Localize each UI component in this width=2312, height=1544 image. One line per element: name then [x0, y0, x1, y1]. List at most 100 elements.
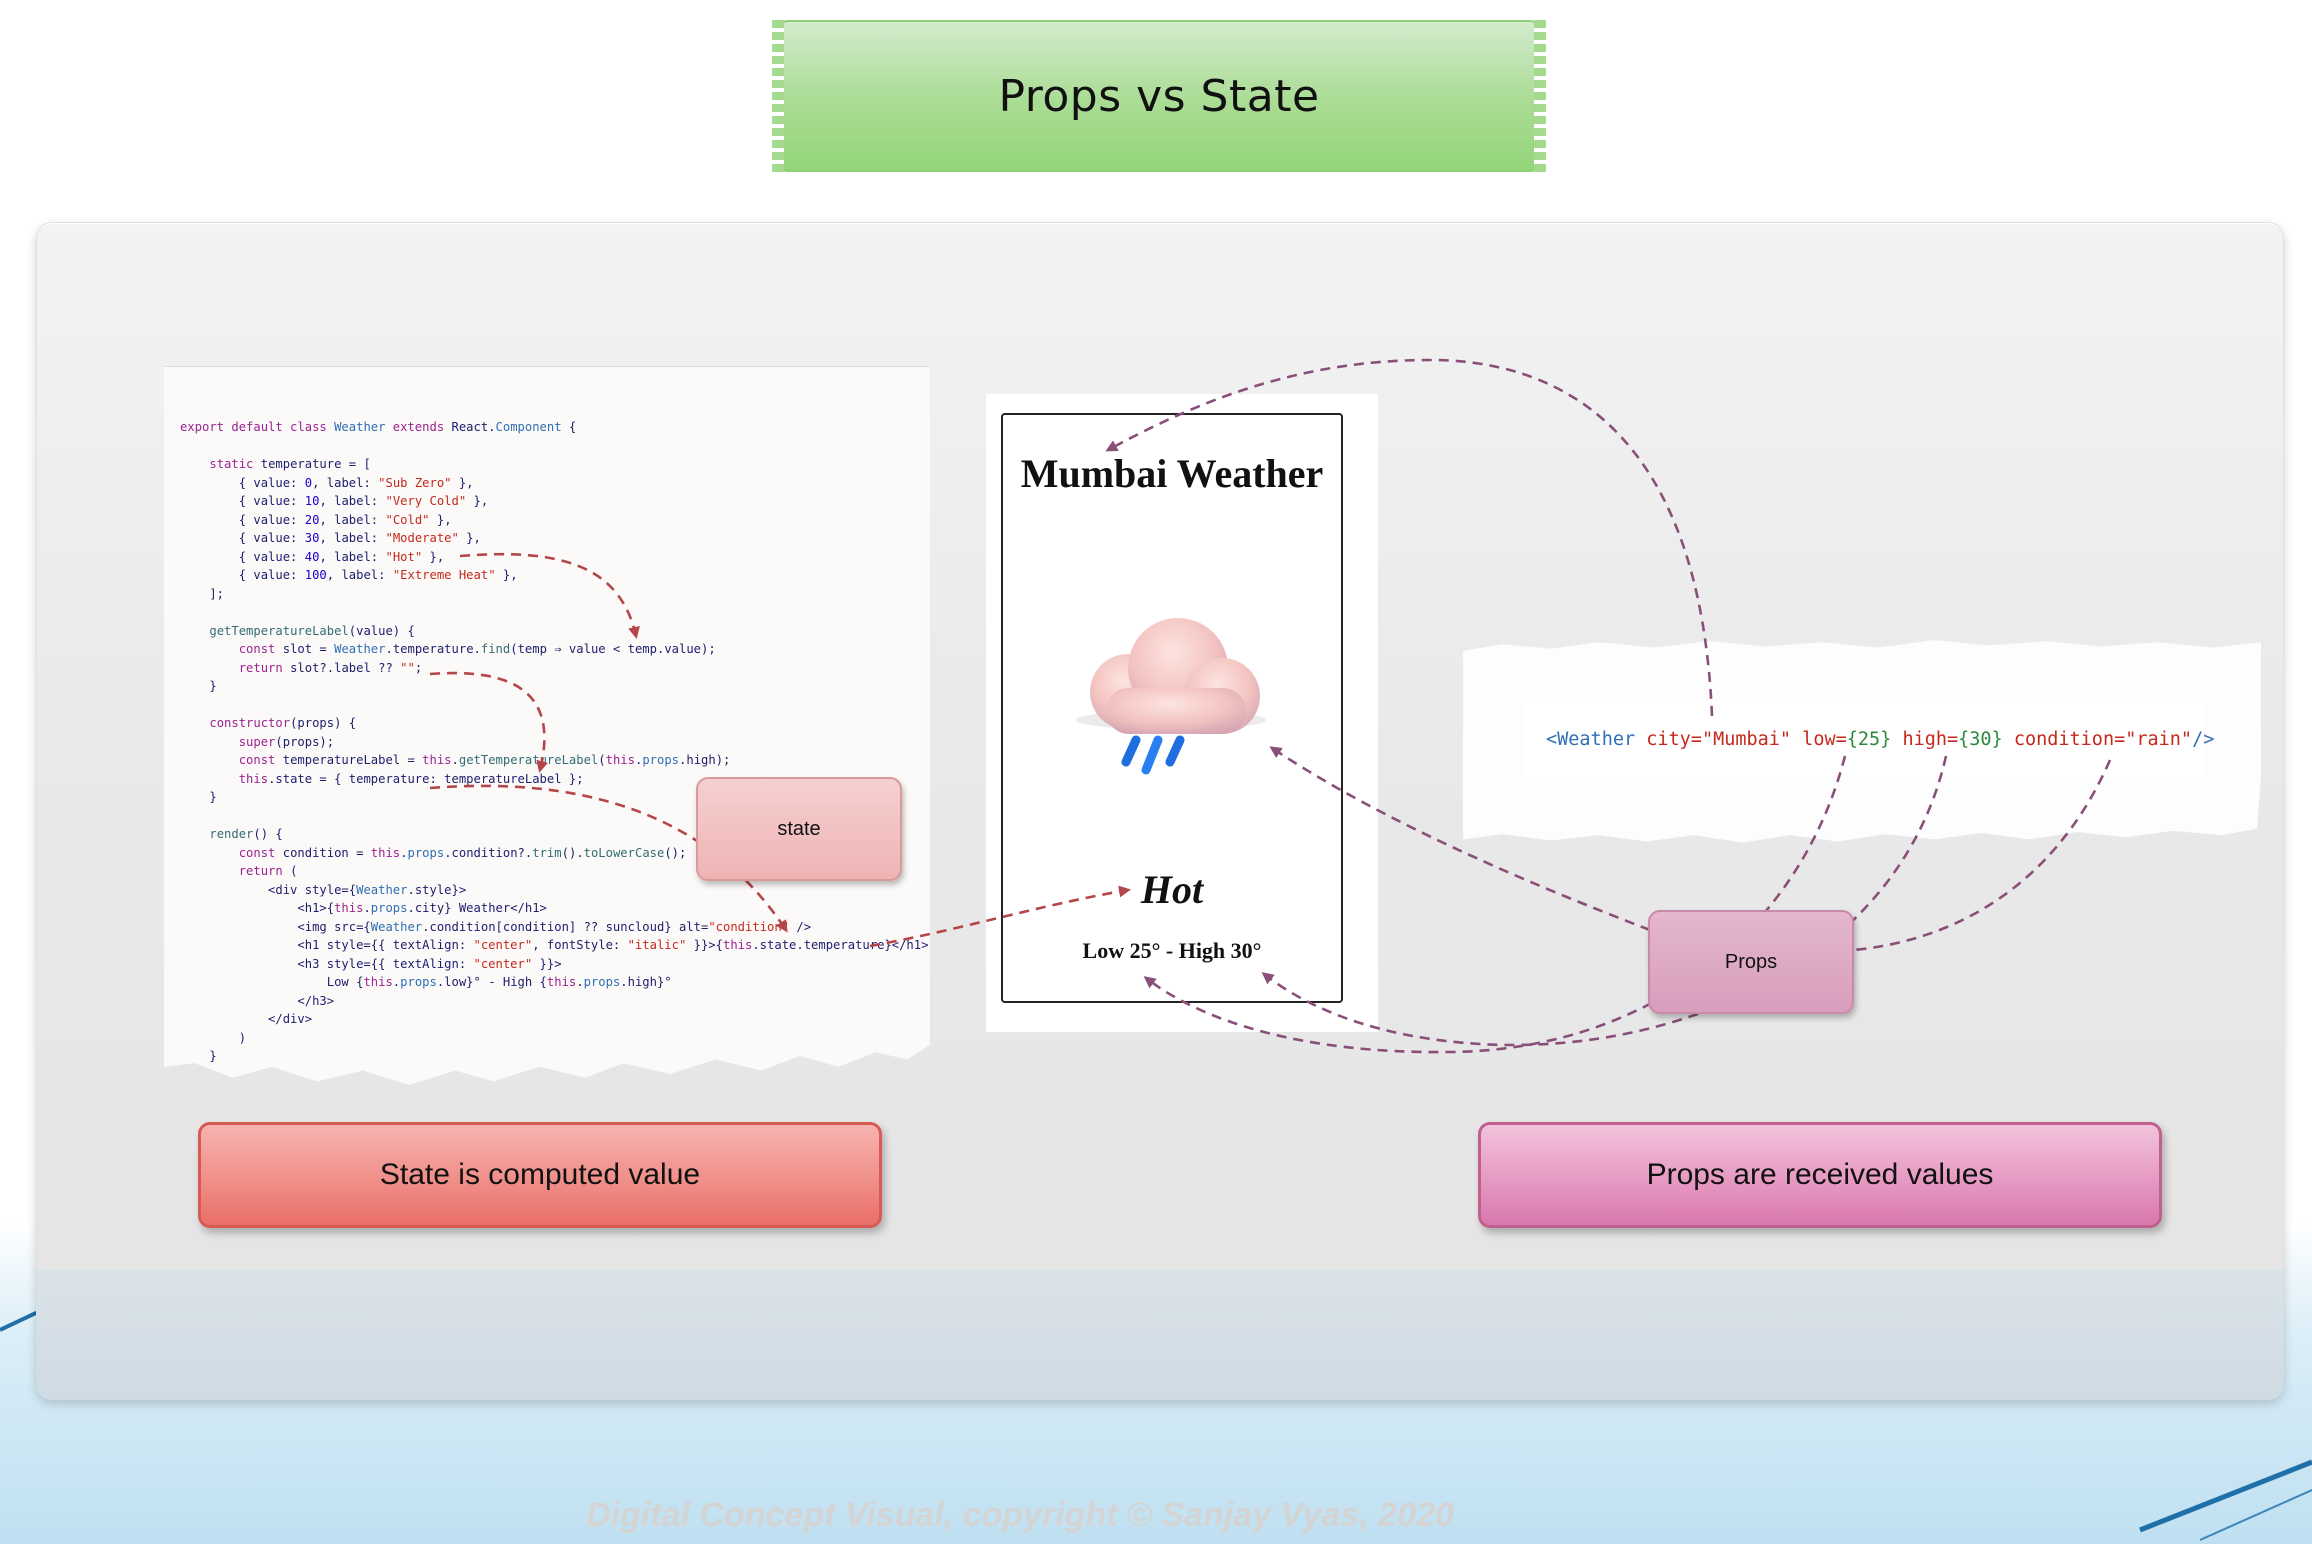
weather-condition-label: Hot: [1140, 867, 1204, 912]
code-token: (props);: [275, 734, 335, 749]
code-token: temperature = [: [260, 457, 371, 471]
code-token: },: [422, 549, 445, 564]
code-token: },: [429, 512, 452, 527]
code-token: <h3 style={{ textAlign:: [180, 956, 474, 971]
weather-component-code: export default class Weather extends Rea…: [180, 418, 928, 1066]
usage-high-value: {30}: [1958, 728, 2003, 750]
code-token: , label:: [319, 531, 386, 545]
code-token: 0: [304, 475, 313, 490]
code-token: [180, 457, 209, 471]
code-token: { value:: [180, 531, 305, 545]
code-token: React.: [451, 420, 496, 434]
code-token: .city} Weather</h1>: [407, 901, 547, 915]
code-token: 20: [304, 512, 320, 527]
code-token: super: [238, 734, 276, 749]
code-line: render() {: [180, 825, 928, 844]
code-token: [180, 642, 239, 656]
usage-low-attr: low=: [1791, 728, 1847, 750]
code-token: condition =: [282, 845, 371, 860]
code-line: static temperature = [: [180, 455, 928, 474]
code-token: props: [407, 845, 445, 860]
code-token: ();: [664, 845, 687, 860]
code-token: [180, 735, 239, 749]
code-token: .condition?.: [444, 845, 533, 860]
code-token: find: [480, 642, 511, 656]
code-token: [180, 846, 239, 860]
code-token: "Very Cold": [385, 494, 467, 508]
code-token: <div style={: [180, 882, 357, 897]
code-line: export default class Weather extends Rea…: [180, 418, 928, 437]
usage-low-value: {25}: [1846, 728, 1892, 750]
code-line: [180, 603, 928, 622]
code-line: const temperatureLabel = this.getTempera…: [180, 751, 928, 770]
code-token: "Hot": [385, 549, 423, 564]
code-token: },: [458, 531, 481, 545]
code-token: trim: [532, 845, 562, 860]
code-token: const: [238, 642, 283, 656]
code-token: .: [576, 975, 584, 989]
code-token: { value:: [180, 568, 305, 582]
code-token: Weather: [356, 882, 408, 897]
code-line: [180, 696, 928, 715]
usage-condition-attr: condition=: [2002, 728, 2126, 750]
code-token: const: [238, 845, 283, 860]
code-token: render: [209, 827, 254, 841]
code-token: },: [451, 475, 474, 490]
code-line: <h1>{this.props.city} Weather</h1>: [180, 899, 928, 918]
code-token: (props) {: [290, 716, 357, 730]
code-token: {: [568, 420, 577, 434]
code-line: const slot = Weather.temperature.find(te…: [180, 640, 928, 659]
props-label: Props: [1724, 950, 1778, 973]
title-banner: Props vs State: [772, 20, 1546, 172]
code-token: 10: [304, 494, 320, 508]
code-token: }}>: [532, 956, 562, 971]
code-token: props: [583, 975, 621, 989]
code-token: , fontStyle:: [532, 938, 628, 952]
code-token: "Moderate": [385, 531, 459, 545]
code-line: }: [180, 677, 928, 696]
code-line: { value: 10, label: "Very Cold" },: [180, 492, 928, 511]
code-token: return: [238, 864, 291, 878]
code-token: <h1 style={{ textAlign:: [180, 938, 474, 952]
code-token: , label:: [312, 475, 379, 490]
code-line: { value: 30, label: "Moderate" },: [180, 529, 928, 548]
weather-usage-code: <Weather city="Mumbai" low={25} high={30…: [1524, 702, 2214, 776]
code-token: [180, 864, 239, 878]
code-line: Low {this.props.low}° - High {this.props…: [180, 973, 928, 992]
code-token: 100: [304, 568, 327, 582]
code-token: props: [400, 975, 437, 989]
state-label: state: [777, 817, 821, 840]
code-token: },: [495, 568, 518, 582]
code-token: .high}°: [620, 975, 672, 989]
code-token: const: [238, 753, 283, 767]
code-token: Weather: [334, 642, 386, 656]
code-line: </h3>: [180, 992, 928, 1011]
code-line: <div style={Weather.style}>: [180, 881, 928, 900]
code-token: .high);: [679, 753, 731, 767]
code-token: <img src={: [180, 919, 371, 934]
code-token: Low {: [180, 975, 364, 989]
code-token: Weather: [370, 919, 423, 934]
code-token: />: [789, 919, 812, 934]
state-label-box: state: [696, 777, 902, 881]
code-token: .: [400, 845, 408, 860]
code-token: "center": [473, 956, 533, 971]
code-token: (value) {: [348, 623, 415, 638]
code-token: .state = { temperature: temperatureLabel…: [268, 771, 584, 786]
code-token: temperatureLabel =: [282, 753, 423, 767]
code-token: .state.temperature}</h1>: [752, 938, 929, 952]
code-token: .temperature.: [385, 642, 481, 656]
code-line: getTemperatureLabel(value) {: [180, 622, 928, 641]
weather-range-label: Low 25° - High 30°: [1082, 938, 1262, 963]
code-token: static: [209, 457, 261, 471]
code-token: </h3>: [180, 993, 335, 1008]
code-token: [180, 827, 209, 841]
code-token: this: [238, 771, 269, 786]
code-line: constructor(props) {: [180, 714, 928, 733]
code-token: }: [180, 790, 217, 804]
code-token: { value:: [180, 512, 305, 527]
code-line: { value: 40, label: "Hot" },: [180, 548, 928, 567]
props-callout: Props are received values: [1478, 1122, 2162, 1228]
code-line: { value: 100, label: "Extreme Heat" },: [180, 566, 928, 585]
code-token: .low}° - High {: [436, 975, 547, 989]
